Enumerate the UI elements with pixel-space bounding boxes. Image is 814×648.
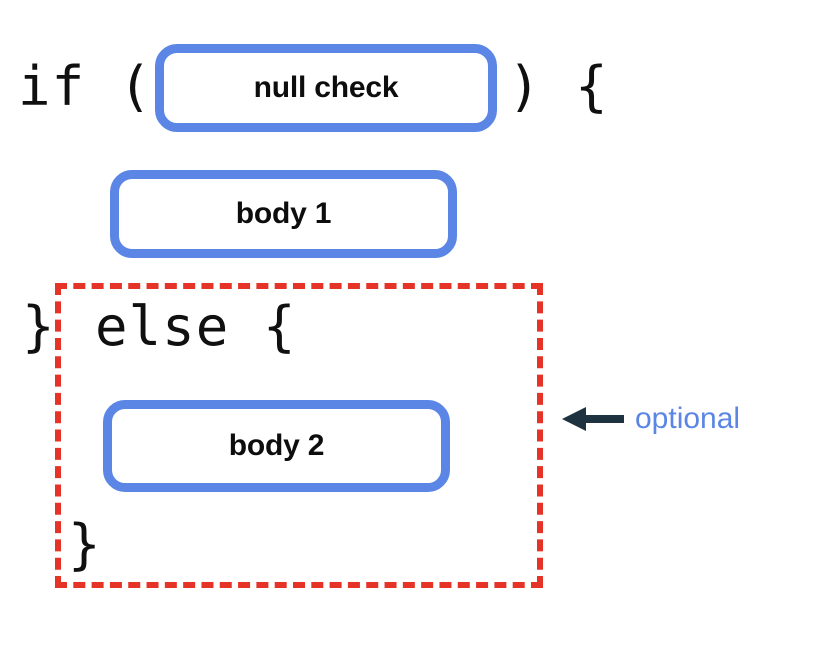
code-if-open: if ( [18,55,153,118]
code-close-brace-if: } [22,295,56,358]
code-if-close: ) { [508,55,609,118]
code-close-brace-else: } [68,513,102,576]
body-2-box[interactable]: body 2 [103,400,450,492]
optional-annotation-label: optional [635,402,741,435]
code-else-keyword: else { [95,295,297,358]
body-1-label: body 1 [235,197,332,230]
left-arrow-icon [562,407,624,431]
null-check-label: null check [253,71,399,104]
body-1-box[interactable]: body 1 [110,170,457,258]
optional-region-outline [55,283,543,588]
body-2-label: body 2 [228,429,325,462]
null-check-box[interactable]: null check [155,44,497,132]
